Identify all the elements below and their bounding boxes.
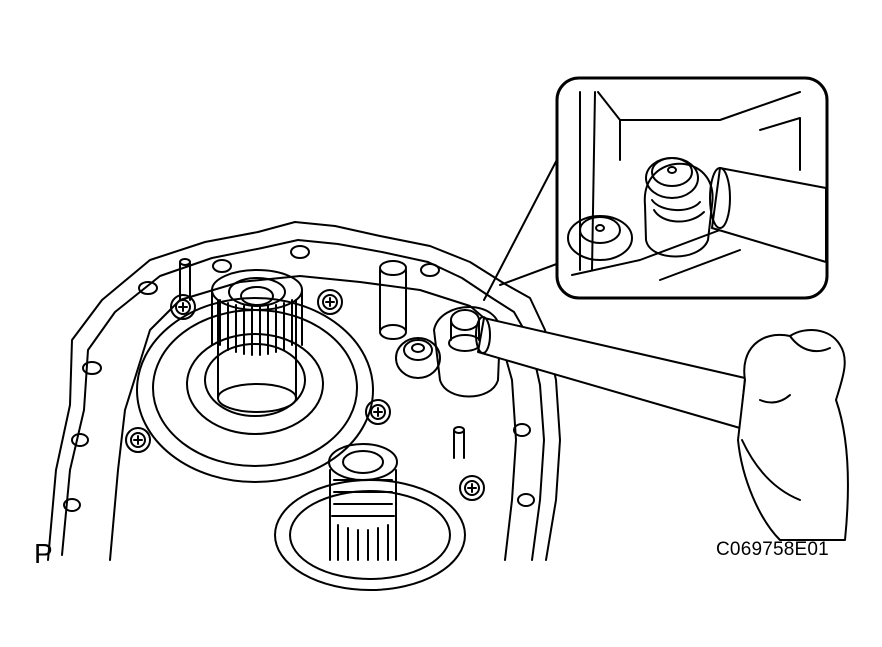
input-shaft [212, 270, 302, 412]
shift-rail-pins [180, 259, 464, 458]
view-label: P [34, 538, 53, 569]
flange-holes [64, 246, 534, 511]
retainer-bolts [126, 290, 484, 500]
input-shaft-bearing [137, 298, 373, 482]
detail-inset [557, 78, 827, 298]
output-shaft [275, 444, 465, 590]
figure-code: C069758E01 [716, 539, 829, 560]
callout-leader [484, 150, 562, 300]
hand [738, 330, 848, 540]
driver-tool [476, 317, 745, 428]
